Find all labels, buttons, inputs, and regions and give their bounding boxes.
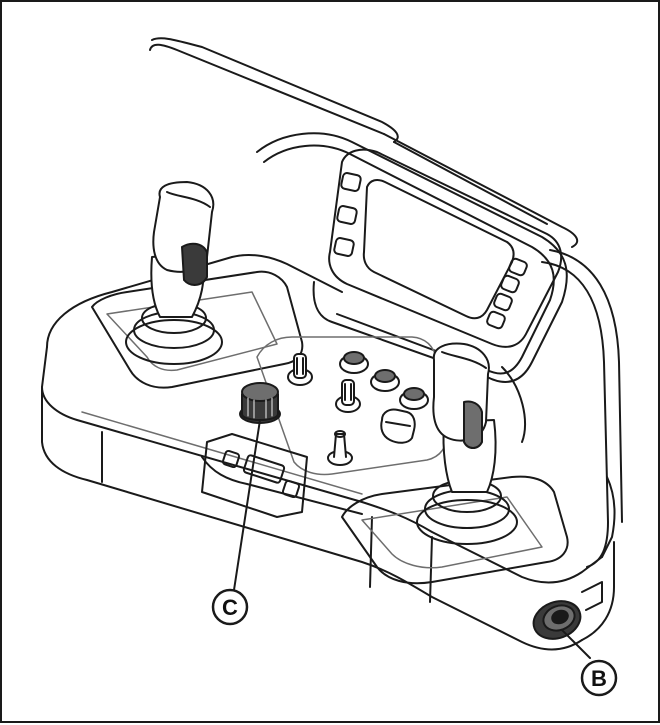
joystick-icon: [416, 342, 518, 545]
callout-leader-c: [233, 419, 261, 591]
display-button: [508, 257, 528, 277]
display-button: [486, 310, 506, 330]
toggle-switch-icon: [327, 430, 353, 466]
center-controls: [287, 351, 429, 466]
push-button-icon: [370, 369, 400, 392]
callout-c: C: [211, 588, 249, 626]
console-body: [41, 254, 616, 651]
joystick-icon: [125, 181, 223, 365]
indicator-light: [281, 479, 301, 499]
push-button-icon: [399, 387, 429, 410]
rocker-button-icon: [380, 408, 416, 444]
connector-plug-icon: [532, 581, 603, 640]
toggle-switch-icon: [335, 379, 361, 413]
display-button: [333, 237, 355, 257]
display-button: [493, 292, 513, 312]
display-button: [340, 172, 362, 192]
indicator-light: [221, 449, 241, 469]
indicator-panel: [242, 454, 286, 484]
callout-b: B: [580, 659, 618, 697]
toggle-switch-icon: [287, 353, 313, 386]
display-screen-icon: [362, 178, 515, 320]
display-button: [500, 274, 520, 294]
display-button: [336, 205, 358, 225]
callout-leader-b: [561, 629, 591, 659]
carry-handle: [149, 37, 579, 248]
callout-label-b: B: [591, 666, 607, 691]
rotary-knob-icon: [239, 382, 281, 424]
push-button-icon: [339, 351, 369, 374]
callout-label-c: C: [222, 595, 238, 620]
display-pod: [256, 132, 623, 568]
